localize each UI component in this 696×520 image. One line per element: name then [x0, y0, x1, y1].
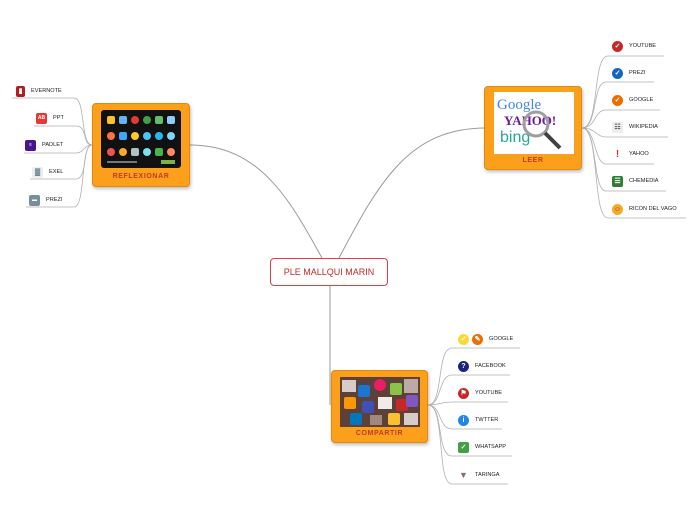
leaf-youtube-leer[interactable]: ✓ YOUTUBE: [612, 40, 656, 52]
leaf-ppt[interactable]: AB PPT: [36, 112, 64, 124]
leaf-twtter[interactable]: i TWTTER: [458, 414, 498, 426]
apps-tablet-image: [101, 110, 181, 168]
evernote-icon: ▮: [16, 85, 25, 97]
leaf-google-compartir[interactable]: ✓ ✎ GOOGLE: [458, 333, 513, 345]
google-word: Google: [497, 97, 542, 113]
social-media-collage-image: [340, 377, 420, 427]
leaf-prezi-reflexionar[interactable]: ▬ PREZI: [29, 194, 62, 206]
leaf-whatsapp[interactable]: ✓ WHATSAPP: [458, 441, 506, 453]
book-icon: ☷: [612, 121, 623, 133]
topic-reflexionar[interactable]: REFLEXIONAR: [92, 103, 190, 187]
exclamation-icon: !: [615, 148, 620, 160]
leaf-label: GOOGLE: [489, 336, 514, 342]
leaf-label: CHEMEDIA: [629, 178, 659, 184]
leaf-label: FACEBOOK: [475, 363, 506, 369]
leaf-label: PREZI: [46, 197, 63, 203]
leaf-label: EXEL: [49, 169, 64, 175]
leaf-label: WHATSAPP: [475, 444, 506, 450]
leaf-label: EVERNOTE: [31, 88, 62, 94]
leaf-yahoo[interactable]: ! YAHOO: [612, 148, 649, 160]
ppt-icon: AB: [36, 112, 47, 124]
leaf-label: PADLET: [42, 142, 64, 148]
check-icon: ✓: [458, 333, 469, 345]
books-icon: ☰: [612, 175, 623, 187]
topic-leer-label: LEER: [522, 157, 544, 164]
leaf-label: TWTTER: [475, 417, 499, 423]
chart-icon: ▓: [32, 166, 43, 178]
padlet-icon: ≡: [25, 139, 36, 151]
leaf-label: YOUTUBE: [475, 390, 503, 396]
leaf-label: YOUTUBE: [629, 43, 657, 49]
icecream-icon: ▼: [459, 470, 468, 480]
prezi-icon: ▬: [29, 194, 40, 206]
leaf-exel[interactable]: ▓ EXEL: [32, 166, 63, 178]
topic-compartir-label: COMPARTIR: [355, 430, 404, 437]
info-icon: i: [458, 414, 469, 426]
question-icon: ?: [458, 360, 469, 372]
central-topic[interactable]: PLE MALLQUI MARIN: [270, 258, 388, 286]
topic-reflexionar-label: REFLEXIONAR: [112, 173, 170, 180]
flag-icon: ⚑: [458, 387, 469, 399]
magnifier-icon: [522, 110, 550, 138]
leaf-ricon-del-vago[interactable]: ☺ RICON DEL VAGO: [612, 203, 677, 215]
leaf-prezi-leer[interactable]: ✓ PREZI: [612, 67, 645, 79]
leaf-taringa[interactable]: ▼ TARINGA: [458, 469, 499, 481]
leaf-label: WIKIPEDIA: [629, 124, 658, 130]
leaf-label: PREZI: [629, 70, 646, 76]
leaf-label: GOOGLE: [629, 97, 654, 103]
leaf-label: RICON DEL VAGO: [629, 206, 677, 212]
search-engines-image: Google YAHOO! bing: [494, 92, 574, 154]
topic-compartir[interactable]: COMPARTIR: [331, 370, 428, 443]
central-topic-label: PLE MALLQUI MARIN: [283, 267, 375, 277]
leaf-evernote[interactable]: ▮ EVERNOTE: [16, 85, 62, 97]
leaf-chemedia[interactable]: ☰ CHEMEDIA: [612, 175, 659, 187]
smiley-icon: ☺: [612, 203, 623, 215]
check-icon: ✓: [612, 67, 623, 79]
check-icon: ✓: [612, 94, 623, 106]
edit-icon: ✎: [472, 333, 483, 345]
yahoo-word: YAHOO!: [504, 113, 556, 128]
leaf-padlet[interactable]: ≡ PADLET: [25, 139, 63, 151]
checkbox-icon: ✓: [458, 441, 469, 453]
leaf-label: PPT: [53, 115, 64, 121]
leaf-facebook[interactable]: ? FACEBOOK: [458, 360, 506, 372]
leaf-youtube-compartir[interactable]: ⚑ YOUTUBE: [458, 387, 502, 399]
leaf-wikipedia[interactable]: ☷ WIKIPEDIA: [612, 121, 658, 133]
topic-leer[interactable]: Google YAHOO! bing LEER: [484, 86, 582, 170]
leaf-label: YAHOO: [629, 151, 649, 157]
bing-word: bing: [500, 129, 530, 146]
leaf-google-leer[interactable]: ✓ GOOGLE: [612, 94, 653, 106]
leaf-label: TARINGA: [475, 472, 500, 478]
check-icon: ✓: [612, 40, 623, 52]
